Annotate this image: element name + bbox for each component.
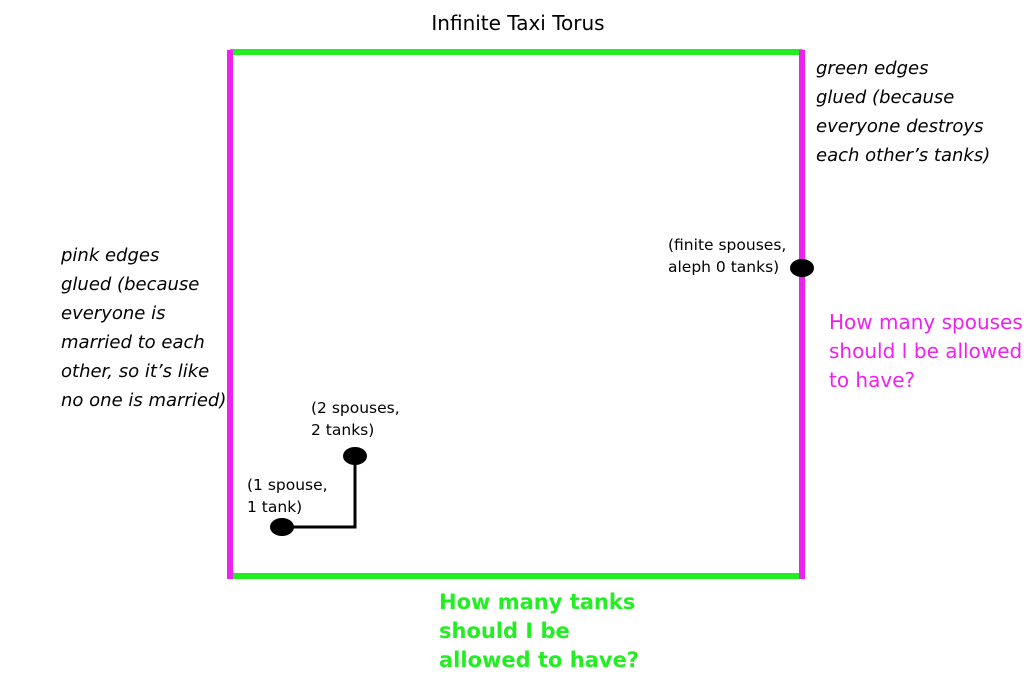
point-one-spouse: [270, 518, 294, 536]
taxi-path: [282, 456, 357, 529]
pink-edges-note: pink edges glued (because everyone is ma…: [61, 245, 227, 411]
point-two-spouses: [343, 447, 367, 465]
point-finite-spouses: [790, 259, 814, 277]
green-edges-note: green edges glued (because everyone dest…: [816, 58, 991, 166]
tanks-question: How many tanks should I be allowed to ha…: [439, 590, 639, 672]
label-finite-spouses: (finite spouses, aleph 0 tanks): [668, 236, 787, 276]
spouses-question: How many spouses should I be allowed to …: [829, 310, 1023, 392]
label-one-spouse: (1 spouse, 1 tank): [247, 476, 328, 516]
diagram-title: Infinite Taxi Torus: [431, 11, 605, 35]
label-two-spouses: (2 spouses, 2 tanks): [311, 399, 400, 439]
